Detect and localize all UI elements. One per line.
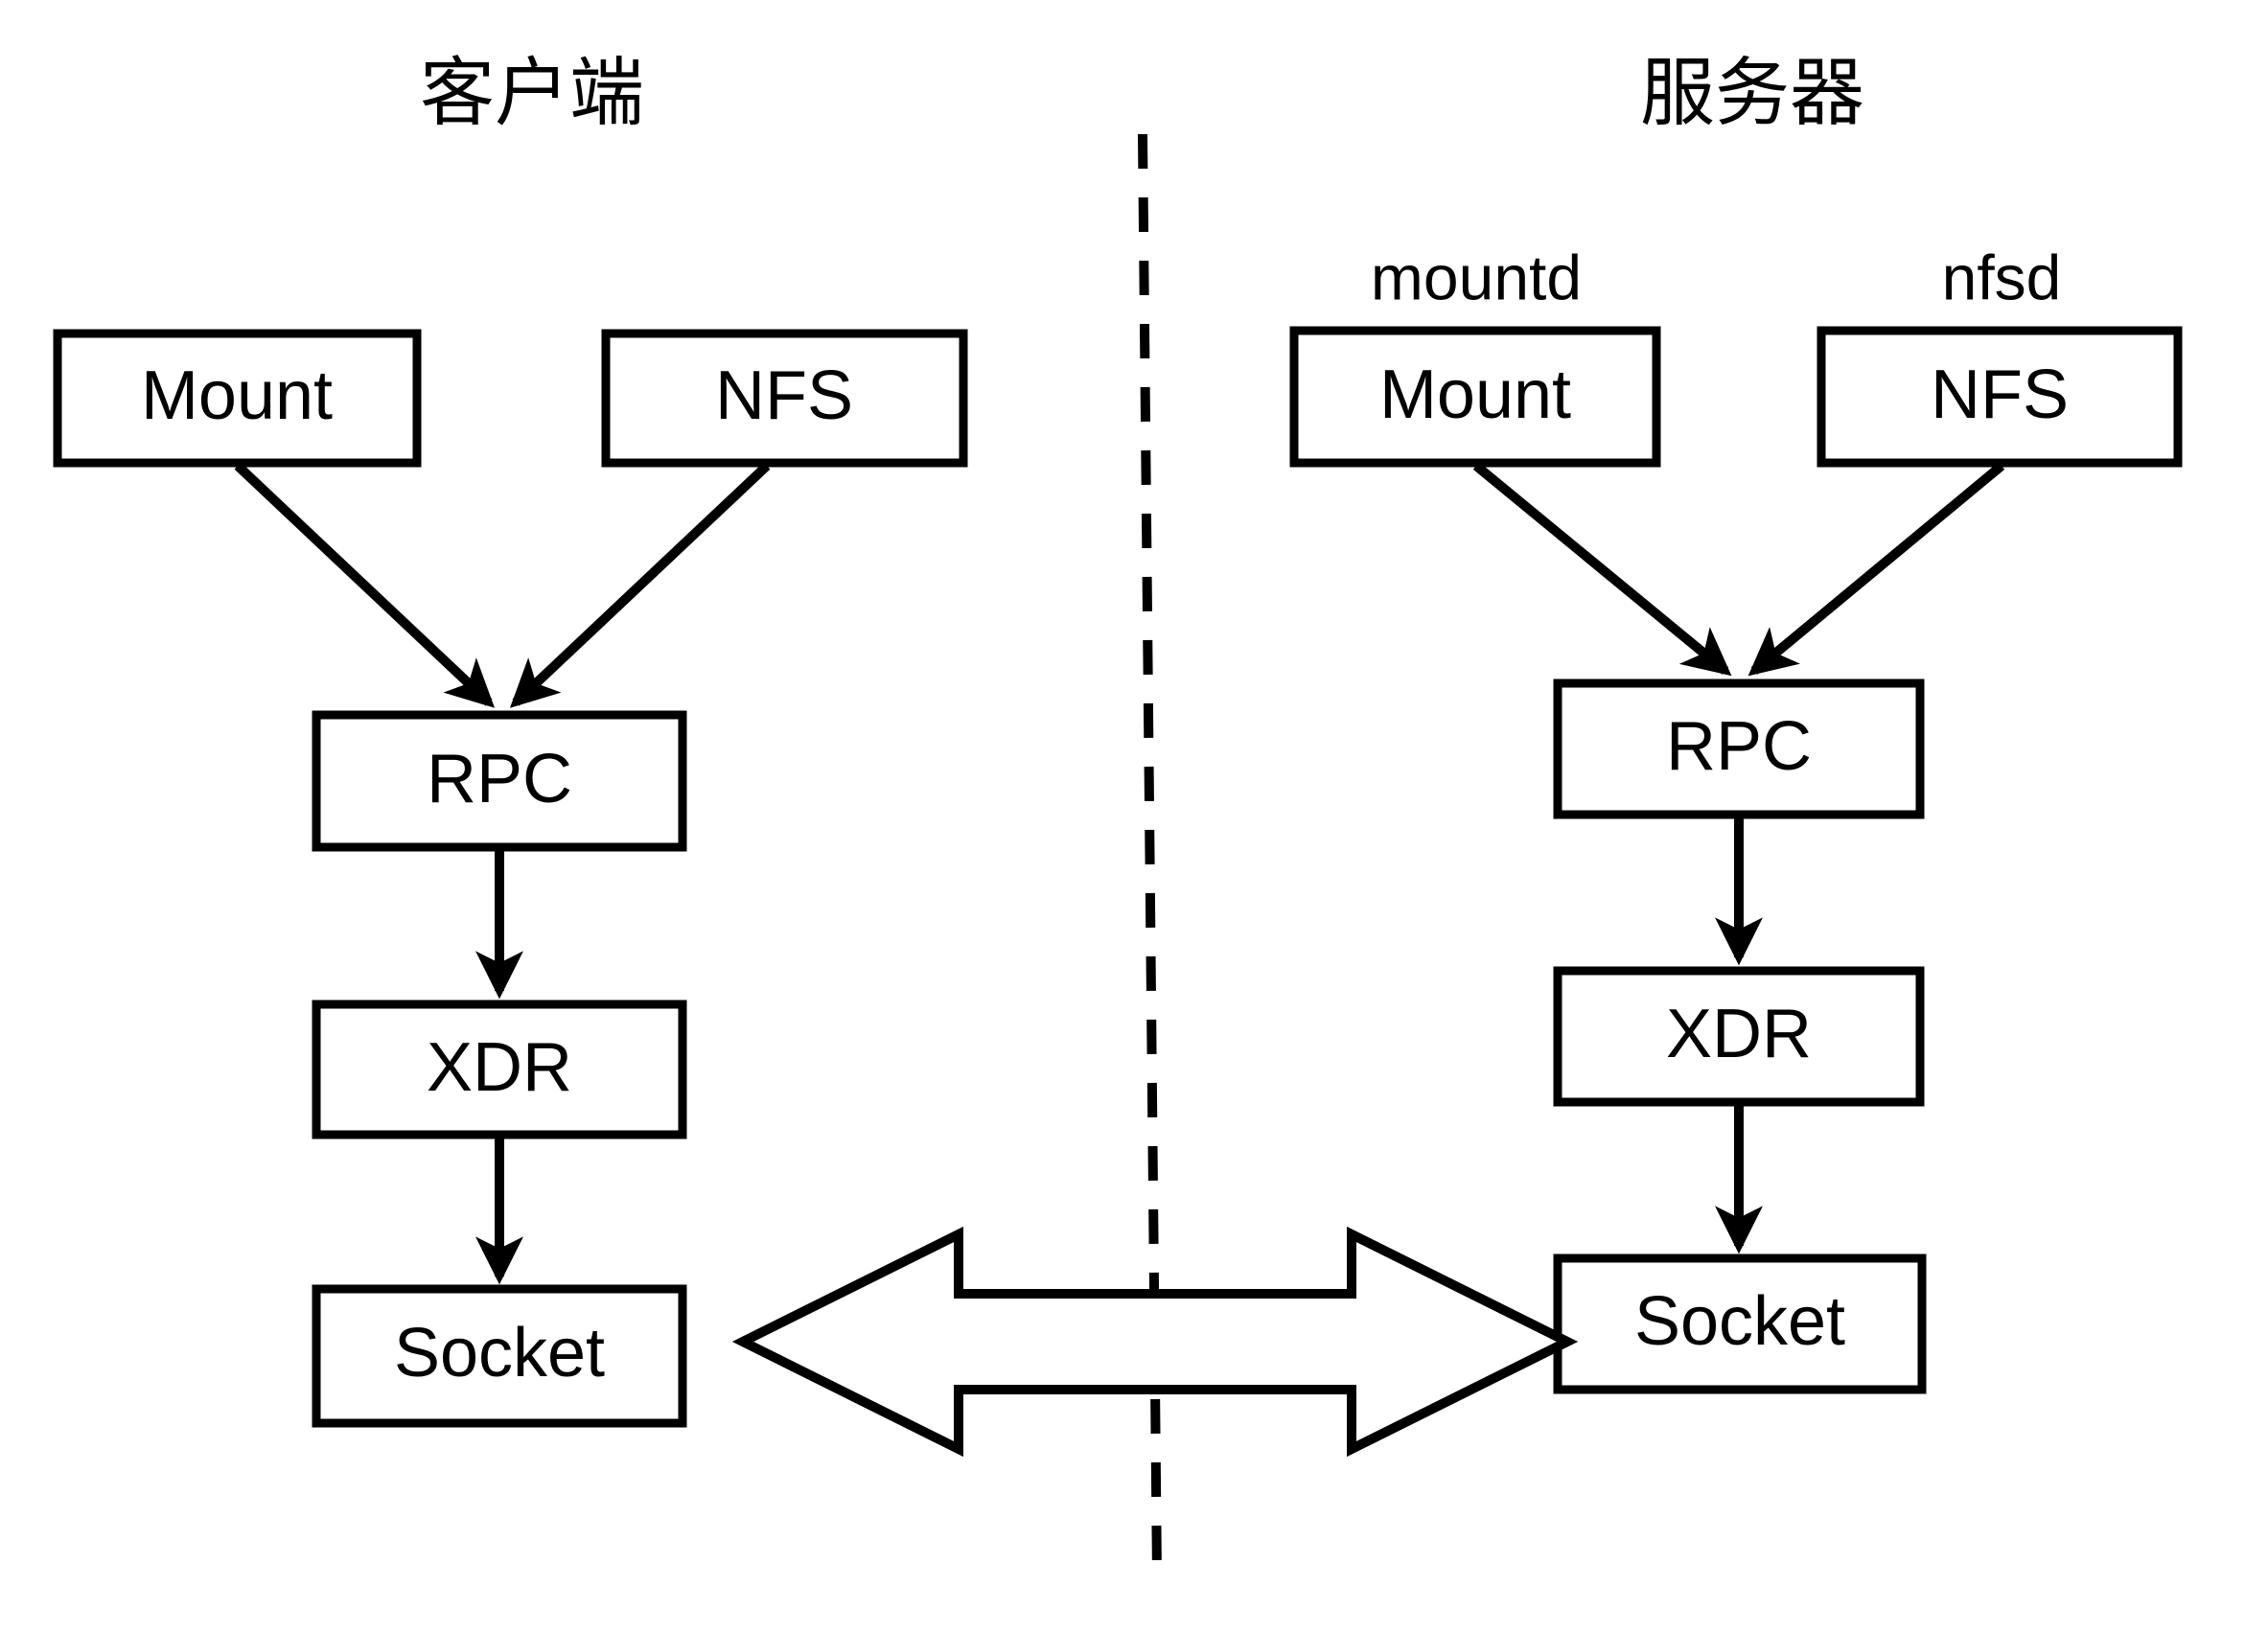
- client-socket-node[interactable]: Socket: [312, 1284, 687, 1428]
- client-nfs-node[interactable]: NFS: [601, 329, 968, 468]
- client-socket-label: Socket: [394, 1315, 605, 1392]
- server-xdr-label: XDR: [1666, 996, 1812, 1072]
- client-xdr-label: XDR: [427, 1029, 572, 1106]
- connector-server-nfs-to-rpc: [1747, 462, 2005, 677]
- server-socket-node[interactable]: Socket: [1553, 1254, 1927, 1394]
- client-section-title: 客户端: [420, 51, 644, 135]
- client-mount-box[interactable]: [53, 329, 422, 468]
- mountd-daemon-label: mountd: [1371, 242, 1582, 312]
- client-nfs-box[interactable]: [601, 329, 968, 468]
- client-rpc-box[interactable]: [312, 710, 687, 852]
- connector-client-nfs-to-rpc: [509, 462, 771, 708]
- client-xdr-box[interactable]: [312, 1000, 687, 1139]
- server-nfs-label: NFS: [1931, 356, 2069, 433]
- server-mount-label: Mount: [1379, 356, 1571, 433]
- client-mount-node[interactable]: Mount: [53, 329, 422, 468]
- client-section: 客户端 Mount NFS RPC XDR: [53, 51, 968, 1428]
- server-nfs-node[interactable]: NFS: [1817, 326, 2183, 468]
- client-nfs-label: NFS: [715, 357, 853, 434]
- connector-client-mount-to-rpc: [234, 462, 496, 708]
- nfsd-daemon-label: nfsd: [1942, 242, 2062, 312]
- client-rpc-label: RPC: [427, 741, 572, 817]
- server-mount-box[interactable]: [1289, 326, 1661, 468]
- server-rpc-label: RPC: [1666, 708, 1812, 785]
- connector-server-mount-to-rpc: [1472, 462, 1732, 677]
- server-xdr-box[interactable]: [1553, 966, 1925, 1107]
- server-rpc-box[interactable]: [1553, 678, 1925, 819]
- server-section-title: 服务器: [1640, 51, 1864, 135]
- server-socket-label: Socket: [1634, 1283, 1845, 1360]
- server-section: 服务器 mountd nfsd Mount NFS RPC XDR: [1289, 51, 2183, 1394]
- server-nfs-box[interactable]: [1817, 326, 2183, 468]
- server-socket-box[interactable]: [1553, 1254, 1927, 1394]
- server-rpc-node[interactable]: RPC: [1553, 678, 1925, 819]
- network-bidirectional-arrow: [731, 1226, 1579, 1458]
- client-socket-box[interactable]: [312, 1284, 687, 1428]
- client-mount-label: Mount: [141, 357, 333, 434]
- client-xdr-node[interactable]: XDR: [312, 1000, 687, 1139]
- client-rpc-node[interactable]: RPC: [312, 710, 687, 852]
- server-xdr-node[interactable]: XDR: [1553, 966, 1925, 1107]
- server-mount-node[interactable]: Mount: [1289, 326, 1661, 468]
